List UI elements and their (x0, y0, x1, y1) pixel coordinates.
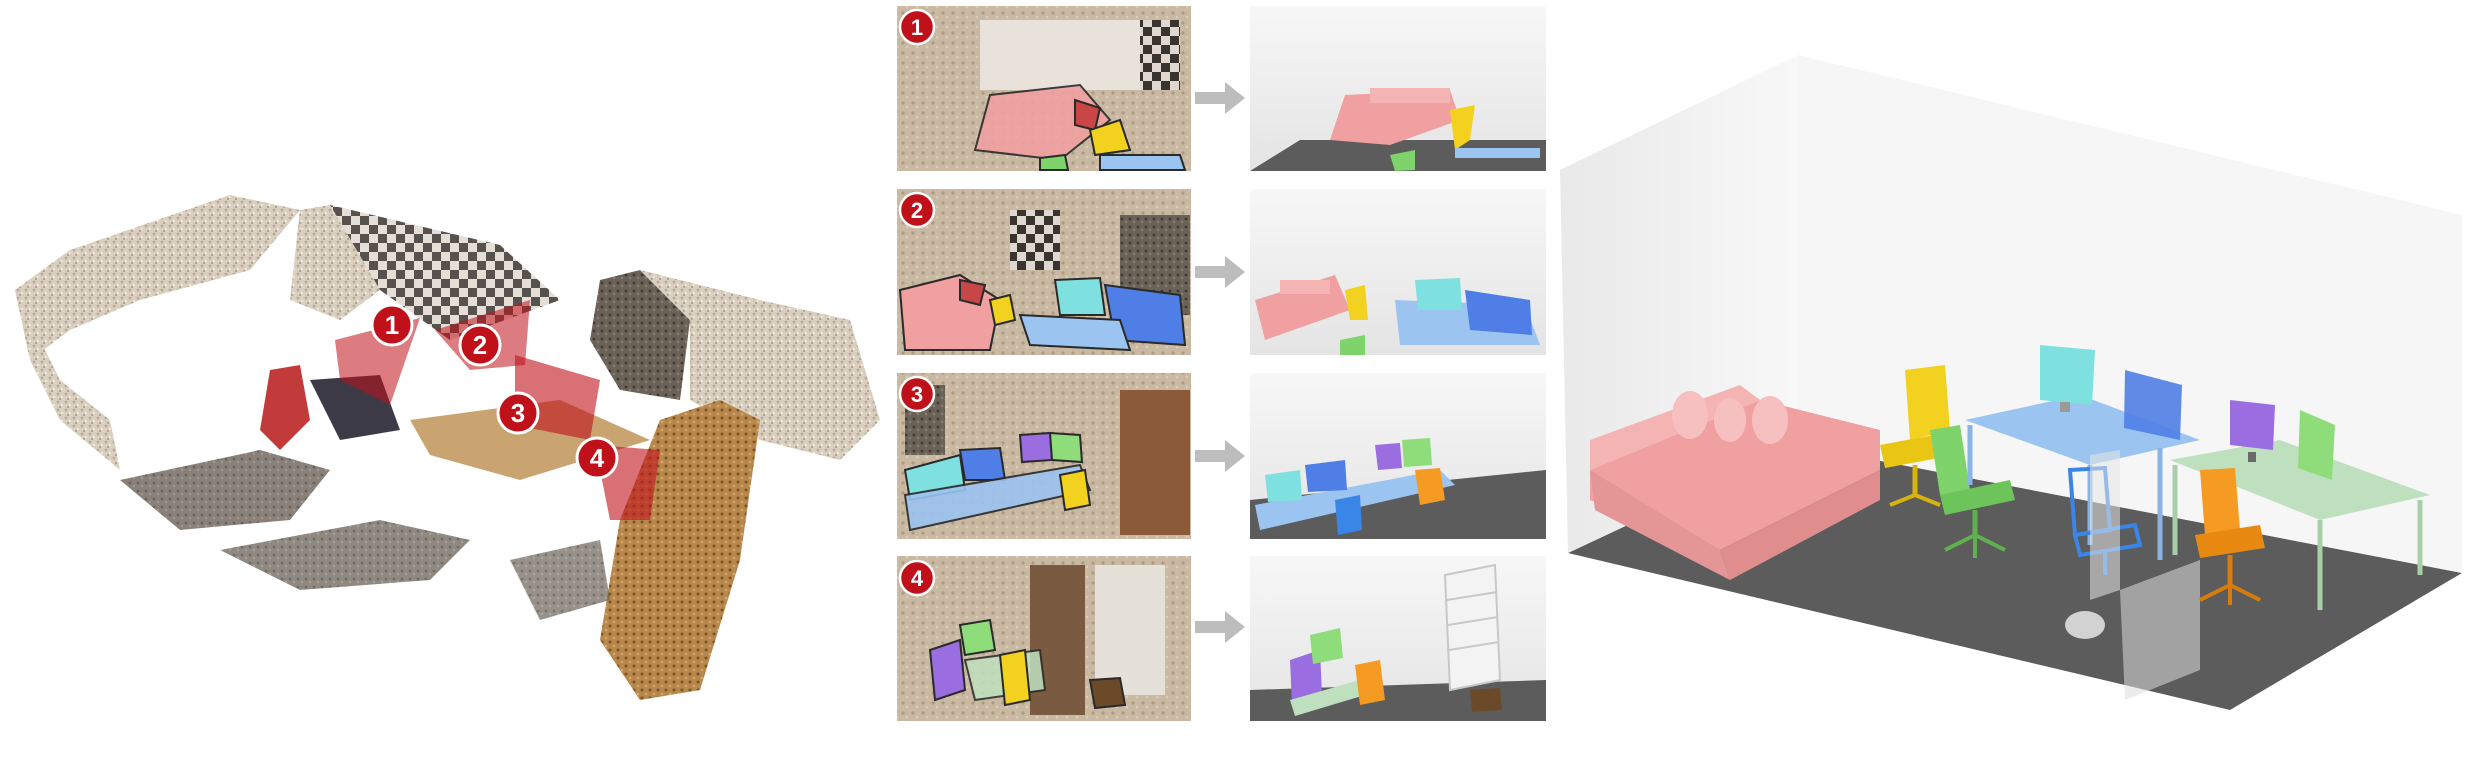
row-2: 2 (897, 189, 1546, 355)
chair-orange (2195, 468, 2265, 605)
pc-wall-right (640, 270, 880, 460)
pc-wall-left-lower (15, 290, 120, 470)
pc-wall-left (15, 195, 300, 360)
pc-marker-2: 2 (458, 323, 502, 367)
row-1: 1 (897, 6, 1546, 171)
cabinet-translucent (2065, 450, 2200, 700)
row-label-text: 2 (911, 198, 923, 223)
input-image-1 (897, 6, 1191, 171)
seg-chair-yellow (1088, 118, 1132, 157)
pc-marker-label: 3 (511, 398, 525, 428)
row-4: 4 (897, 556, 1546, 721)
pc-floor-1 (120, 450, 330, 530)
pc-floor-2 (220, 520, 470, 590)
monitor-cyan (2040, 345, 2095, 412)
desk-green (2170, 440, 2430, 610)
pc-marker-3: 3 (496, 391, 540, 435)
arrow-right-icon (1195, 82, 1245, 114)
render-4 (1250, 556, 1546, 721)
pc-painting (590, 270, 690, 400)
pc-marker-1: 1 (370, 303, 414, 347)
row-3: 3 (897, 373, 1546, 539)
monitor-green (2298, 410, 2335, 480)
row-label-text: 1 (911, 15, 923, 40)
pc-checkerboard (330, 205, 560, 340)
pc-marker-label: 2 (473, 330, 487, 360)
row-label-2: 2 (898, 191, 936, 229)
arrow-right-icon (1195, 611, 1245, 643)
input-image-3 (897, 373, 1191, 539)
row-label-text: 3 (911, 382, 923, 407)
render-3 (1250, 373, 1546, 539)
row-label-4: 4 (898, 559, 936, 597)
pc-marker-label: 1 (385, 310, 399, 340)
arrow-right-icon (1195, 440, 1245, 472)
input-image-4 (897, 556, 1191, 721)
pc-wall-back (290, 205, 380, 320)
room-wall-back (1798, 55, 2462, 573)
monitor-blue (2124, 370, 2182, 440)
render-2 (1250, 189, 1546, 355)
monitor-purple (2230, 400, 2275, 462)
point-cloud-reconstruction: 1 2 3 4 (15, 195, 880, 700)
final-scene-render (1560, 55, 2462, 710)
row-label-3: 3 (898, 375, 936, 413)
sofa (1590, 385, 1880, 580)
arrow-right-icon (1195, 256, 1245, 288)
pc-marker-label: 4 (590, 443, 605, 473)
pc-red-chair (260, 365, 310, 450)
pc-floor-3 (510, 540, 610, 620)
render-1 (1250, 6, 1546, 171)
row-label-1: 1 (898, 8, 936, 46)
input-image-2 (897, 189, 1191, 355)
row-label-text: 4 (911, 566, 924, 591)
pc-marker-4: 4 (575, 436, 619, 480)
chair-green (1930, 425, 2015, 558)
